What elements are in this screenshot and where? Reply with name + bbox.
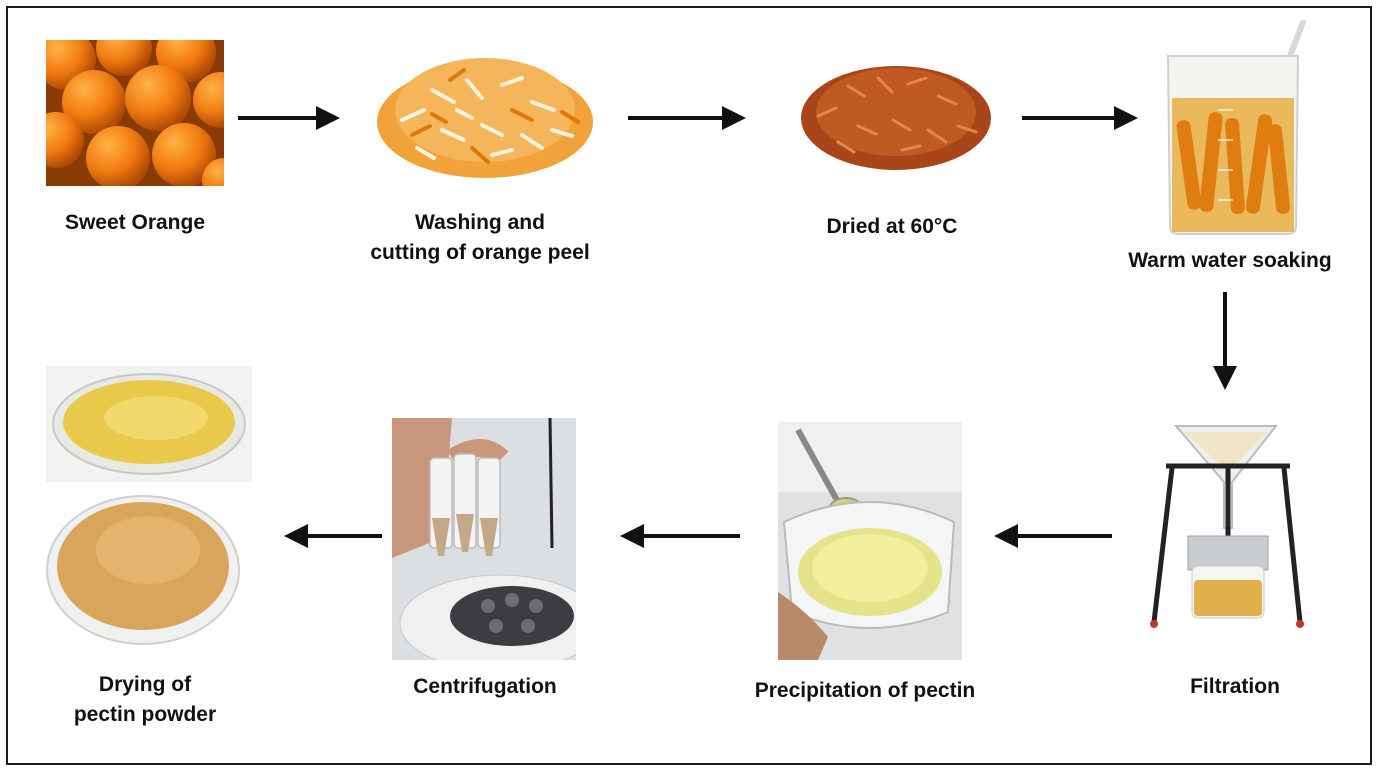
label-precipitation: Precipitation of pectin (754, 679, 976, 702)
sweet-orange-image (46, 40, 224, 186)
beaker-soaking-image (1158, 20, 1308, 238)
label-centrifugation: Centrifugation (413, 675, 557, 698)
filtration-image (1148, 418, 1306, 638)
precipitation-image (778, 422, 962, 660)
pectin-powder-dish-image (44, 490, 242, 648)
pectin-gel-dish-image (46, 366, 252, 482)
label-dried: Dried at 60°C (826, 215, 958, 238)
orange-peel-image (372, 40, 598, 182)
label-washing-cutting: Washing and cutting of orange peel (370, 211, 590, 264)
label-filtration: Filtration (1190, 675, 1280, 698)
label-drying-pectin-powder: Drying of pectin powder (73, 673, 217, 726)
dried-peel-image (798, 56, 994, 174)
label-warm-water-soaking: Warm water soaking (1128, 249, 1332, 272)
label-sweet-orange: Sweet Orange (64, 211, 206, 234)
centrifuge-image (392, 418, 576, 660)
